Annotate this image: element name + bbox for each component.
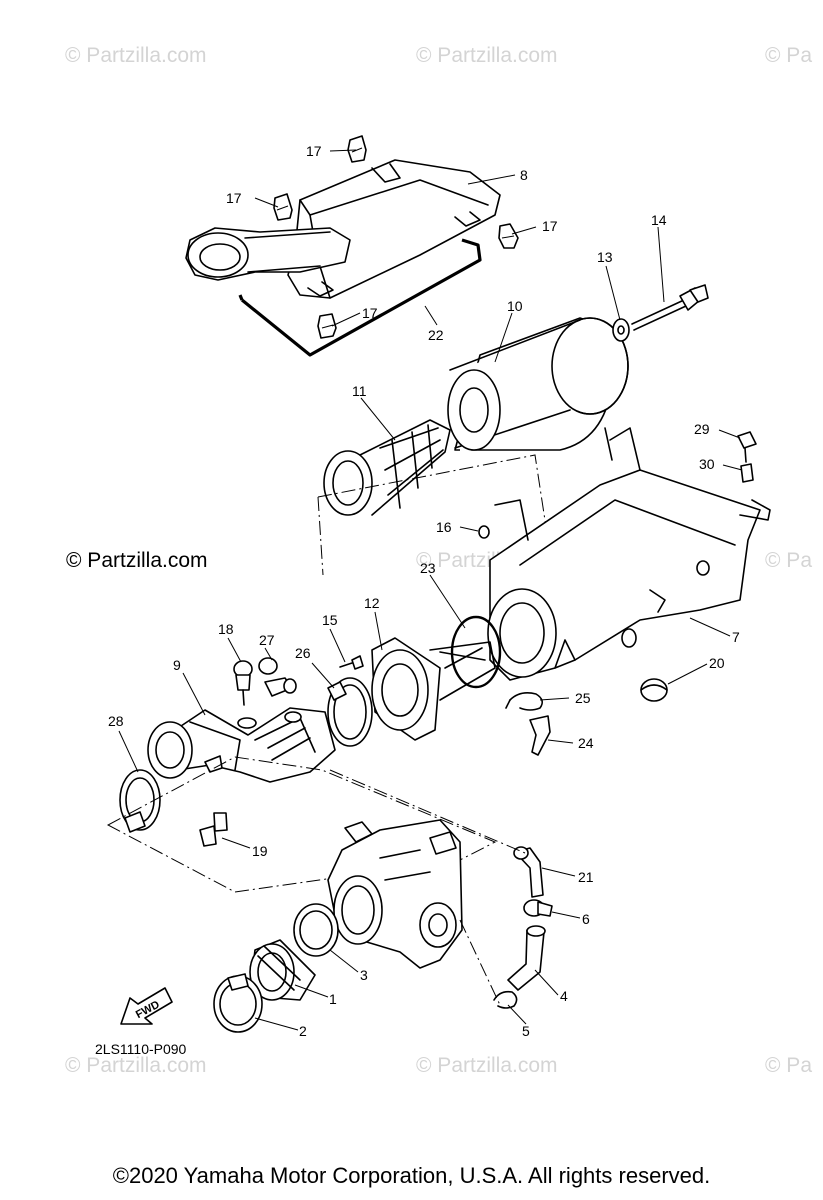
- part-17-clip: [498, 223, 519, 249]
- part-23-o-ring: [450, 615, 502, 689]
- callout-22: 22: [428, 327, 444, 343]
- part-16-grommet: [478, 525, 490, 539]
- callout-19: 19: [252, 843, 268, 859]
- watermark: © Partzilla.com: [416, 44, 558, 67]
- callout-29: 29: [694, 421, 710, 437]
- callout-17: 17: [306, 143, 322, 159]
- callout-18: 18: [218, 621, 234, 637]
- part-2-hose-clamp: [213, 973, 263, 1033]
- callout-30: 30: [699, 456, 715, 472]
- assembly-line: [329, 769, 526, 854]
- part-13-washer: [612, 318, 630, 342]
- part-3-hose-clamp: [293, 903, 339, 957]
- partzilla-copyright: © Partzilla.com: [66, 549, 208, 572]
- part-21-elbow-hose: [513, 846, 544, 898]
- callout-8: 8: [520, 167, 528, 183]
- callout-12: 12: [364, 595, 380, 611]
- callout-5: 5: [522, 1023, 530, 1039]
- part-24-bracket: [529, 715, 551, 756]
- part-28-hose-clamp: [119, 769, 161, 833]
- watermark: © Pa: [765, 1054, 812, 1077]
- watermark: © Partzilla.com: [416, 1054, 558, 1077]
- callout-9: 9: [173, 657, 181, 673]
- part-1-throttle-body-joint: [249, 939, 316, 1001]
- watermark: © Pa: [765, 44, 812, 67]
- callout-24: 24: [578, 735, 594, 751]
- callout-11: 11: [352, 383, 367, 399]
- callout-6: 6: [582, 911, 590, 927]
- callout-15: 15: [322, 612, 338, 628]
- leader-lines: [118, 149, 743, 1031]
- callout-7: 7: [732, 629, 740, 645]
- diagram-code: 2LS1110-P090: [95, 1041, 187, 1057]
- assembly-line: [459, 919, 501, 1006]
- watermark: © Partzilla.com: [65, 44, 207, 67]
- part-27-elbow-pipe: [258, 657, 297, 697]
- callout-27: 27: [259, 632, 275, 648]
- part-26-hose-clamp: [327, 677, 373, 747]
- fwd-arrow-icon: FWD: [120, 987, 173, 1025]
- callout-17: 17: [226, 190, 242, 206]
- callout-13: 13: [597, 249, 613, 265]
- callout-2: 2: [299, 1023, 307, 1039]
- part-15-screw: [339, 655, 364, 670]
- throttle-body: [327, 819, 463, 969]
- part-17-clip: [317, 313, 337, 339]
- part-7-air-cleaner-case: [487, 427, 771, 681]
- callout-16: 16: [436, 519, 452, 535]
- part-11-filter-guide: [323, 419, 451, 516]
- callout-21: 21: [578, 869, 594, 885]
- footer-copyright: ©2020 Yamaha Motor Corporation, U.S.A. A…: [112, 1163, 711, 1188]
- callout-25: 25: [575, 690, 591, 706]
- part-19-fitting: [199, 812, 228, 847]
- assembly-line: [317, 496, 324, 576]
- part-22-gasket: [240, 238, 482, 357]
- fwd-label: FWD: [134, 999, 162, 1021]
- callout-3: 3: [360, 967, 368, 983]
- part-4-hose: [507, 925, 546, 991]
- assembly-line: [106, 756, 497, 893]
- part-25-hose-clip: [505, 692, 544, 711]
- part-8-airbox-cap: [185, 159, 501, 299]
- callout-4: 4: [560, 988, 568, 1004]
- part-20-cap: [640, 678, 668, 702]
- part-14-wing-bolt: [631, 284, 709, 331]
- callout-17: 17: [542, 218, 558, 234]
- callout-numbers: 17 17 8 17 14 13 17 22 10 11 29 30 16 23…: [108, 143, 740, 1039]
- part-12-air-joint: [371, 637, 496, 741]
- callout-26: 26: [295, 645, 311, 661]
- callout-1: 1: [329, 991, 337, 1007]
- assembly-line: [317, 454, 549, 541]
- callout-28: 28: [108, 713, 124, 729]
- part-29-bolt: [737, 431, 757, 463]
- part-5-clip: [493, 990, 518, 1009]
- part-17-clip: [347, 135, 367, 163]
- watermark: © Pa: [765, 549, 812, 572]
- part-10-filter-element: [447, 317, 629, 455]
- callout-10: 10: [507, 298, 523, 314]
- part-18-sensor: [233, 660, 253, 706]
- callout-23: 23: [420, 560, 436, 576]
- watermark: © Partzilla.com: [65, 1054, 207, 1077]
- part-9-joint: [147, 707, 336, 783]
- callout-17: 17: [362, 305, 378, 321]
- part-6-hose-clamp: [523, 899, 553, 917]
- part-30-collar: [740, 463, 754, 483]
- callout-14: 14: [651, 212, 667, 228]
- part-17-clip: [273, 193, 293, 221]
- callout-20: 20: [709, 655, 725, 671]
